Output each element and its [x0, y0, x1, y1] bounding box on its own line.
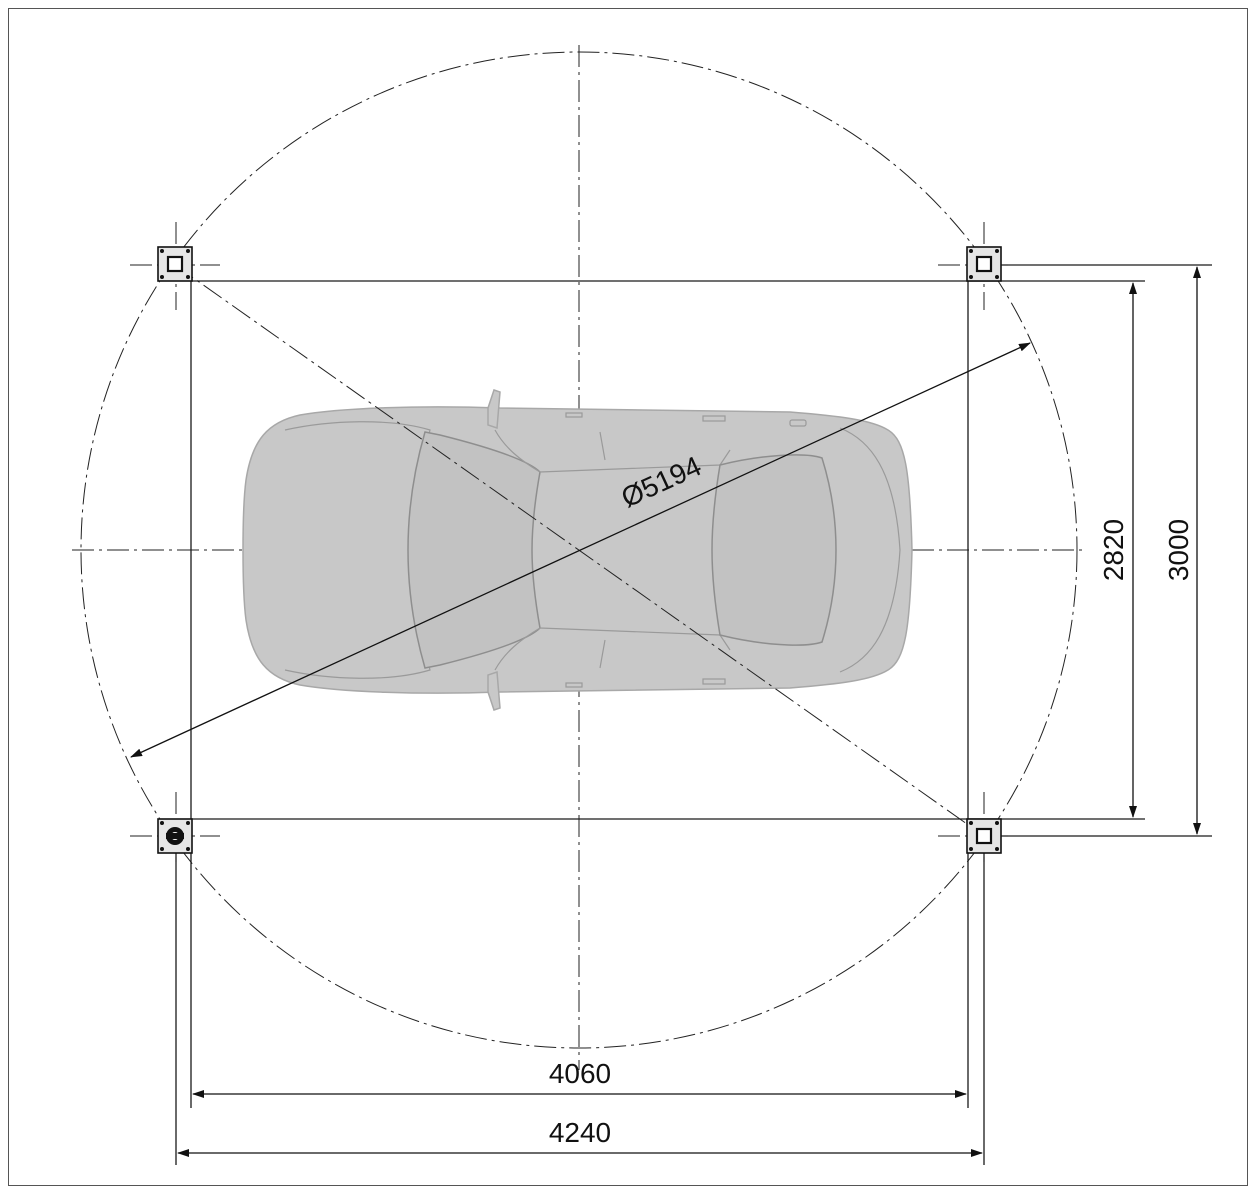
lift-post-icon — [157, 246, 193, 282]
inner-height-label: 2820 — [1098, 519, 1129, 581]
diameter-dimension-line — [130, 342, 1031, 758]
lift-post-icon — [966, 818, 1002, 854]
lift-post-icon — [966, 246, 1002, 282]
inner-width-label: 4060 — [549, 1058, 611, 1089]
drawing-border — [8, 8, 1248, 1186]
car-top-view-icon — [242, 389, 913, 711]
outer-width-label: 4240 — [549, 1117, 611, 1148]
outer-height-label: 3000 — [1163, 519, 1194, 581]
lift-drive-post-icon — [157, 818, 193, 854]
